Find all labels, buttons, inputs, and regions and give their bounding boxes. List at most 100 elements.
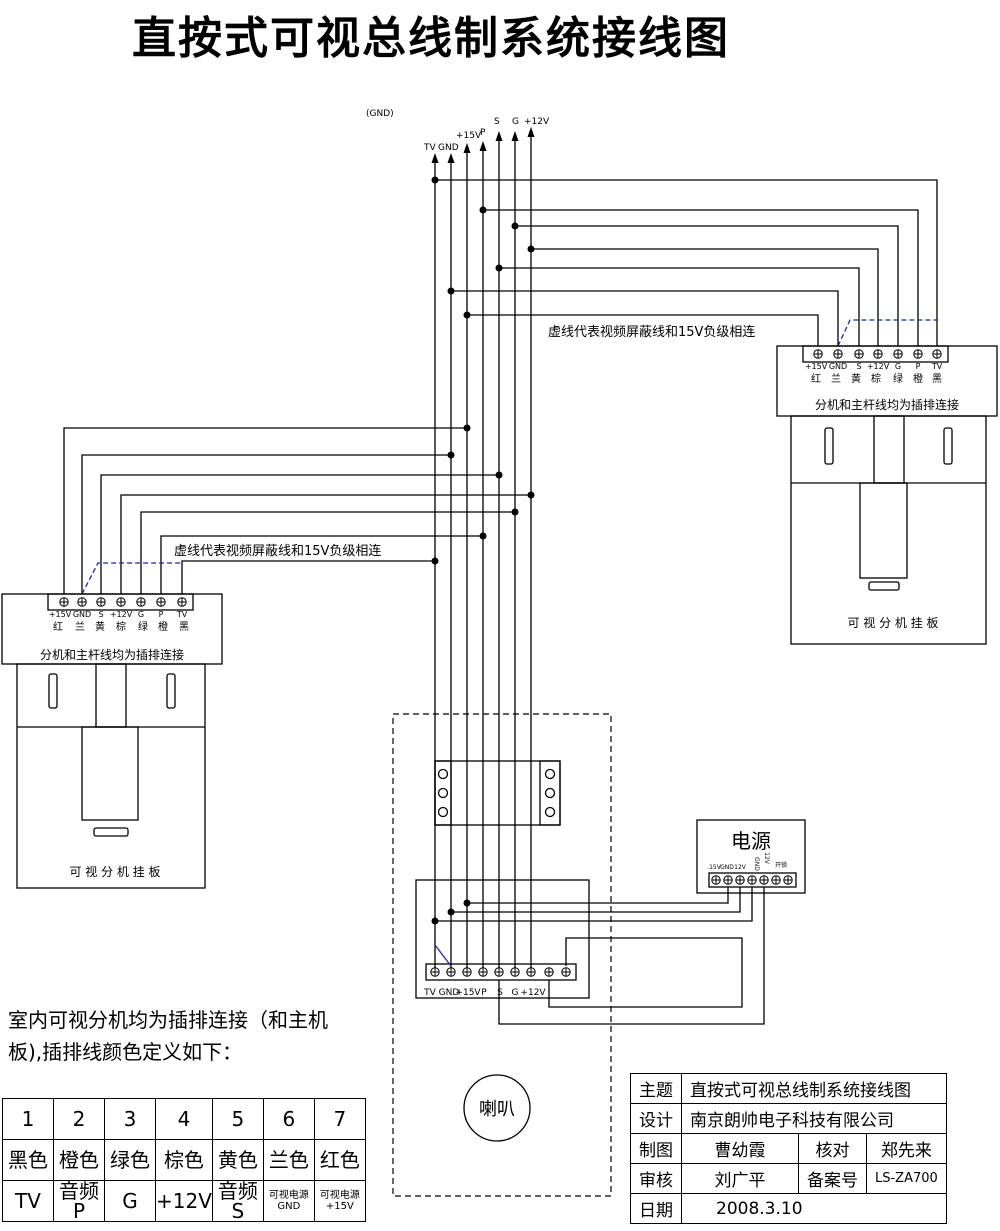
right-term-label-5: G [895,362,901,371]
plug-note-paragraph: 室内可视分机均为插排连接（和主机板),插排线颜色定义如下： [8,1008,328,1064]
bus-label-12v: +12V [524,117,550,127]
bus-label-p: P [480,128,486,138]
color-table-cell: +12V [155,1180,213,1222]
left-term-color-7: 黑 [179,621,189,633]
color-definition-table: 1 2 3 4 5 6 7 黑色 橙色 绿色 棕色 黄色 兰色 红色 TV 音频… [2,1098,366,1222]
design-label: 设计 [630,1103,682,1134]
left-term-label-5: G [138,610,144,619]
left-term-label-1: +15V [49,610,72,619]
color-table-cell: 4 [155,1098,213,1140]
power-title: 电源 [731,829,771,853]
color-table-cell: 6 [262,1098,315,1140]
power-label-5: 12V [763,852,770,865]
left-terminal-screws [59,597,187,607]
right-term-color-7: 黑 [932,373,942,385]
right-term-label-6: P [916,362,921,371]
color-table-cell: 1 [2,1098,54,1140]
review-value: 刘广平 [681,1163,799,1194]
right-unit-wires [431,176,938,347]
color-table-number-row: 1 2 3 4 5 6 7 [2,1098,366,1140]
title-block-table: 主题 直按式可视总线制系统接线图 设计 南京朗帅电子科技有限公司 制图 曹幼霞 … [630,1073,947,1224]
color-table-cell: 黑色 [2,1139,54,1181]
left-term-color-1: 红 [53,620,63,633]
power-label-3: 12V [734,864,747,871]
bus-gnd-paren: (GND) [366,109,394,119]
left-term-color-5: 绿 [138,620,148,633]
power-terminal-screws [711,875,793,885]
color-table-cell: G [104,1180,156,1222]
right-term-color-5: 绿 [893,372,903,385]
right-term-color-3: 黄 [851,372,861,385]
left-panel-label: 可 视 分 机 挂 板 [69,864,160,879]
left-term-color-3: 黄 [95,620,105,633]
color-table-signal-row: TV 音频P G +12V 音频S 可视电源GND 可视电源+15V [2,1180,366,1222]
bus-label-15v: +15V [456,131,482,141]
left-term-color-2: 兰 [75,620,85,633]
subject-value: 直按式可视总线制系统接线图 [681,1073,947,1104]
color-table-cell: 黄色 [211,1139,264,1181]
draw-value: 曹幼霞 [681,1133,799,1164]
right-term-color-2: 兰 [831,372,841,385]
color-table-cell: TV [2,1180,54,1222]
main-term-label-3: +15V [455,988,481,998]
main-term-label-7: +12V [520,988,546,998]
power-label-4: GND [753,857,760,871]
check-value: 郑先来 [866,1133,947,1164]
right-term-label-1: +15V [805,362,828,371]
left-term-label-3: S [98,610,103,619]
color-table-cell: 橙色 [53,1139,105,1181]
color-table-cell: 7 [313,1098,366,1140]
main-terminal-labels: TV GND +15V P S G +12V [423,988,546,998]
color-table-cell: 音频P [53,1180,105,1222]
left-indoor-unit [1,593,223,889]
check-label: 核对 [798,1133,867,1164]
right-term-label-3: S [856,362,861,371]
right-plug-note: 分机和主杆线均为插排连接 [815,397,959,412]
main-term-label-5: S [497,988,503,998]
speaker: 喇叭 [463,1074,531,1142]
bus-label-tv: TV [423,143,436,153]
left-term-color-4: 棕 [116,620,126,633]
right-term-color-6: 橙 [913,372,923,385]
door-station [392,713,612,1197]
bus-vertical-lines [431,127,535,968]
color-table-cell: 可视电源GND [262,1180,315,1222]
right-term-color-1: 红 [811,372,821,385]
speaker-label: 喇叭 [479,1099,515,1120]
power-label-2: GND [720,864,734,871]
record-value: LS-ZA700 [866,1163,947,1194]
draw-label: 制图 [630,1133,682,1164]
left-plug-note: 分机和主杆线均为插排连接 [40,647,184,662]
right-term-color-4: 棕 [871,372,881,385]
bus-labels: TV GND +15V P S G +12V [423,117,550,153]
right-terminal-colors: 红 兰 黄 棕 绿 橙 黑 [811,372,942,385]
record-label: 备案号 [798,1163,867,1194]
date-label: 日期 [630,1193,682,1224]
left-terminal-labels: +15V GND S +12V G P TV [49,610,188,619]
power-label-1: .15V [707,864,722,871]
bus-label-g: G [512,117,519,127]
color-table-cell: 音频S [211,1180,264,1222]
main-terminal-screws [430,967,571,977]
right-terminal-labels: +15V GND S +12V G P TV [805,362,943,371]
right-term-label-4: +12V [867,362,890,371]
color-table-cell: 可视电源+15V [313,1180,366,1222]
left-term-color-6: 橙 [158,620,168,633]
subject-label: 主题 [630,1073,682,1104]
shield-note-left: 虚线代表视频屏蔽线和15V负级相连 [174,543,381,559]
color-table-cell: 5 [211,1098,264,1140]
right-indoor-unit [776,345,998,645]
design-value: 南京朗帅电子科技有限公司 [681,1103,947,1134]
power-wires [431,887,765,1025]
right-term-label-2: GND [829,362,847,371]
power-supply: 电源 .15V GND 12V GND 12V 开锁 [696,819,806,894]
left-term-label-4: +12V [110,610,133,619]
color-table-cell: 棕色 [155,1139,213,1181]
left-term-label-6: P [159,610,164,619]
color-table-cell: 绿色 [104,1139,156,1181]
right-panel-label: 可 视 分 机 挂 板 [847,615,938,630]
shield-note-right: 虚线代表视频屏蔽线和15V负级相连 [548,324,755,340]
main-term-label-1: TV [423,988,436,998]
bus-label-s: S [494,117,500,127]
